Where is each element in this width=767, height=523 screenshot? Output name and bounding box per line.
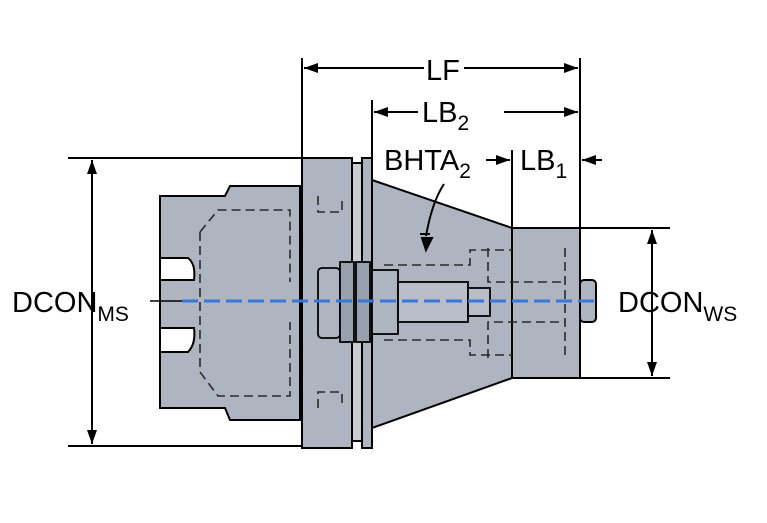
- taper-angle-marker: [420, 183, 445, 253]
- hidden-cylinder-bore-bottom: [487, 321, 565, 358]
- hidden-lines: [199, 196, 566, 408]
- lf-arrow-right: [564, 63, 578, 73]
- hidden-flange-pocket-top: [317, 196, 343, 213]
- label-bhta2: BHTA2: [384, 145, 471, 183]
- workpiece-side-cylinder: [511, 227, 581, 379]
- hidden-bore-upper: [199, 209, 291, 282]
- lb2-arrow-right: [564, 107, 578, 117]
- hidden-flange-pocket-bottom: [317, 391, 343, 408]
- label-masks: [418, 50, 504, 128]
- angle-arc: [425, 183, 445, 237]
- lower-slot: [159, 327, 196, 353]
- drawbar-head: [317, 267, 341, 339]
- lb1-arrow-right: [582, 155, 596, 165]
- label-lb1: LB1: [520, 145, 567, 183]
- hidden-cavity-lower: [384, 339, 512, 356]
- shank-slots: [159, 257, 196, 353]
- angle-arrowhead: [420, 237, 434, 253]
- dcon-ws-arrow-top: [647, 230, 657, 244]
- dcon-ms-arrow-bottom: [87, 430, 97, 444]
- dimension-arrowheads: [87, 63, 657, 444]
- lb1-arrow-left: [496, 155, 510, 165]
- dcon-ms-arrow-top: [87, 160, 97, 174]
- hidden-cylinder-bore-top: [487, 248, 565, 283]
- lf-arrow-left: [304, 63, 318, 73]
- upper-slot: [159, 257, 196, 281]
- label-lb2: LB2: [422, 97, 469, 135]
- label-dcon-ws: DCONWS: [618, 287, 737, 326]
- label-lf: LF: [426, 55, 460, 87]
- label-dcon-ms: DCONMS: [12, 287, 129, 326]
- machine-side-shank: [159, 185, 301, 421]
- lb2-arrow-left: [374, 107, 388, 117]
- dcon-ws-arrow-bottom: [647, 362, 657, 376]
- dimension-labels: LF LB2 LB1 BHTA2 DCONMS DCONWS: [12, 55, 737, 326]
- hidden-cavity-upper: [384, 249, 512, 266]
- hidden-bore-lower: [199, 322, 291, 397]
- dimension-lines: [68, 58, 670, 447]
